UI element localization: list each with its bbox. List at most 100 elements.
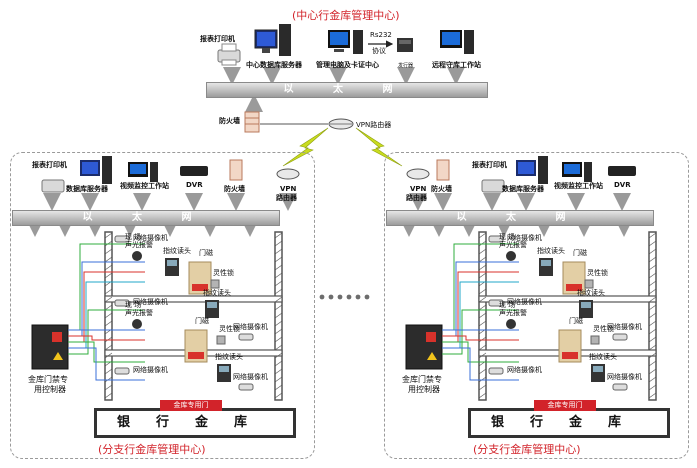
fingerprint-reader-label: 指纹读头	[589, 353, 617, 361]
door-display	[192, 284, 208, 291]
wall-hatch	[648, 296, 657, 303]
video-station-label: 视频监控工作站	[120, 182, 169, 190]
fingerprint-reader-label: 指纹读头	[577, 289, 605, 297]
branch-outline	[10, 152, 315, 459]
wall-hatch	[478, 256, 487, 263]
wall-hatch	[274, 288, 283, 295]
wall-hatch	[104, 264, 113, 271]
network-camera-label: 网络摄像机	[507, 234, 542, 242]
wall-hatch	[274, 368, 283, 375]
remote-station-icon	[440, 30, 474, 54]
db-server-label: 数据库服务器	[66, 185, 108, 193]
wall-hatch	[274, 280, 283, 287]
lock-icon	[216, 335, 226, 345]
wall-hatch	[478, 344, 487, 351]
wall-hatch	[648, 344, 657, 351]
fingerprint-reader-label: 指纹读头	[215, 353, 243, 361]
wall-hatch	[648, 392, 657, 399]
wall-hatch	[104, 272, 113, 279]
building-wall-left	[478, 231, 487, 401]
lock-icon	[590, 335, 600, 345]
controller-label-line1: 金库门禁专	[402, 375, 442, 384]
dvr-label: DVR	[614, 181, 631, 189]
wall-hatch	[274, 304, 283, 311]
control-wire	[442, 341, 519, 363]
wall-hatch	[274, 248, 283, 255]
report-printer-icon	[481, 179, 505, 193]
wall-hatch	[104, 312, 113, 319]
wall-hatch	[648, 240, 657, 247]
center-title: (中心行金库管理中心)	[292, 9, 400, 22]
issuer-label: 发行器	[398, 63, 414, 69]
vpn-label-line2: 路由器	[406, 194, 427, 202]
branch-right-graphics	[400, 156, 657, 401]
db-server-tower	[102, 156, 112, 184]
wall-hatch	[648, 248, 657, 255]
vpn-label-line2: 路由器	[276, 194, 297, 202]
wall-hatch	[104, 368, 113, 375]
wall-hatch	[478, 288, 487, 295]
report-printer-icon	[217, 43, 241, 66]
wall-hatch	[478, 392, 487, 399]
control-wire	[442, 335, 519, 341]
network-camera-icon	[114, 367, 130, 375]
floor-slab	[104, 295, 283, 303]
wall-hatch	[274, 344, 283, 351]
wall-hatch	[104, 296, 113, 303]
alarm-label-line1: 现 场	[125, 233, 142, 241]
network-camera-label: 网络摄像机	[607, 323, 642, 331]
network-camera-icon	[488, 299, 504, 307]
wall-hatch	[478, 312, 487, 319]
wall-hatch	[104, 288, 113, 295]
video-station-screen	[130, 164, 146, 174]
wall-hatch	[104, 384, 113, 391]
wall-hatch	[274, 384, 283, 391]
fingerprint-reader-label: 指纹读头	[163, 247, 191, 255]
management-pc-icon	[328, 30, 363, 54]
wall-hatch	[274, 232, 283, 239]
control-wire	[68, 335, 145, 341]
network-camera-label: 网络摄像机	[233, 373, 268, 381]
wireless-link-right	[355, 127, 403, 167]
firewall-icon	[229, 159, 243, 181]
rs232-label: Rs232	[370, 31, 392, 39]
wall-hatch	[648, 288, 657, 295]
alarm-label-line2: 声光报警	[499, 309, 527, 317]
reader-screen	[167, 260, 177, 266]
building-wall-right	[274, 231, 283, 401]
wall-hatch	[478, 352, 487, 359]
wall-hatch	[478, 272, 487, 279]
door-sensor-label: 门磁	[569, 317, 583, 325]
card-issuer-icon	[397, 38, 413, 52]
wall-hatch	[648, 384, 657, 391]
db-server-screen	[518, 162, 534, 174]
video-station-screen	[564, 164, 580, 174]
wall-hatch	[274, 256, 283, 263]
door-display	[566, 284, 582, 291]
lock-icon	[210, 279, 220, 289]
wall-hatch	[648, 368, 657, 375]
db-server-tower	[538, 156, 548, 184]
dvr-icon	[608, 166, 636, 176]
bank-vault-block: 银行金库	[94, 408, 296, 438]
wall-hatch	[104, 392, 113, 399]
wireless-link-left	[282, 127, 329, 167]
network-camera-icon	[612, 383, 628, 391]
alarm-label-line1: 现 场	[125, 301, 142, 309]
network-camera-label: 网络摄像机	[507, 366, 542, 374]
db-server-label: 数据库服务器	[502, 185, 544, 193]
center-report-printer-label: 报表打印机	[200, 35, 235, 43]
wall-hatch	[648, 304, 657, 311]
vault-door-label: 金库专用门	[160, 400, 222, 411]
branch-ethernet-bar: 以 太 网	[12, 210, 280, 226]
center-firewall-icon	[244, 111, 260, 133]
vault-door-label: 金库专用门	[534, 400, 596, 411]
controller-label-line2: 用控制器	[408, 385, 440, 394]
bank-vault-block: 银行金库	[468, 408, 670, 438]
wall-hatch	[648, 312, 657, 319]
wall-hatch	[104, 320, 113, 327]
controller-panel	[426, 332, 436, 342]
warning-icon	[53, 352, 63, 360]
